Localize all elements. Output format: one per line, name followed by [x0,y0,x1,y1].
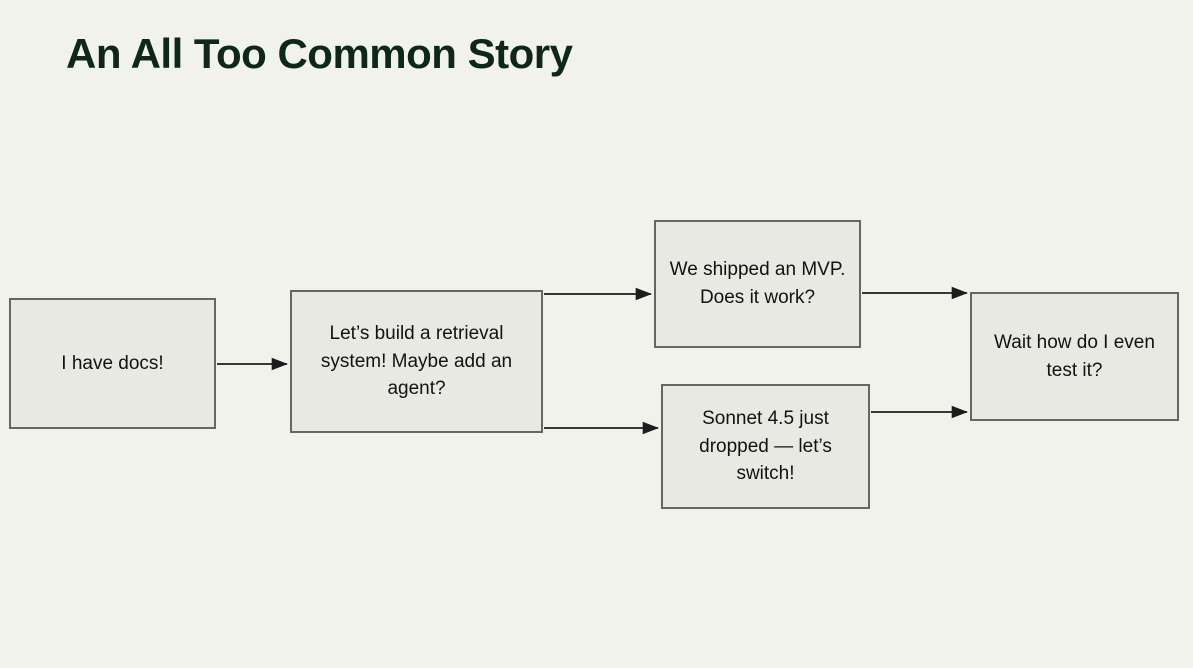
flowchart-node-docs[interactable]: I have docs! [9,298,216,429]
flowchart-node-mvp[interactable]: We shipped an MVP. Does it work? [654,220,861,348]
flowchart-node-sonnet-label: Sonnet 4.5 just dropped — let’s switch! [699,408,832,485]
flowchart-node-build-label: Let’s build a retrieval system! Maybe ad… [320,323,513,400]
flowchart-node-test[interactable]: Wait how do I even test it? [970,292,1179,421]
flowchart-node-mvp-label: We shipped an MVP. Does it work? [669,259,846,308]
flowchart-node-sonnet[interactable]: Sonnet 4.5 just dropped — let’s switch! [661,384,870,509]
page-title: An All Too Common Story [66,30,573,77]
flowchart-node-docs-label: I have docs! [61,352,164,374]
flowchart-node-build[interactable]: Let’s build a retrieval system! Maybe ad… [290,290,543,433]
flowchart-node-test-label: Wait how do I even test it? [994,331,1155,381]
